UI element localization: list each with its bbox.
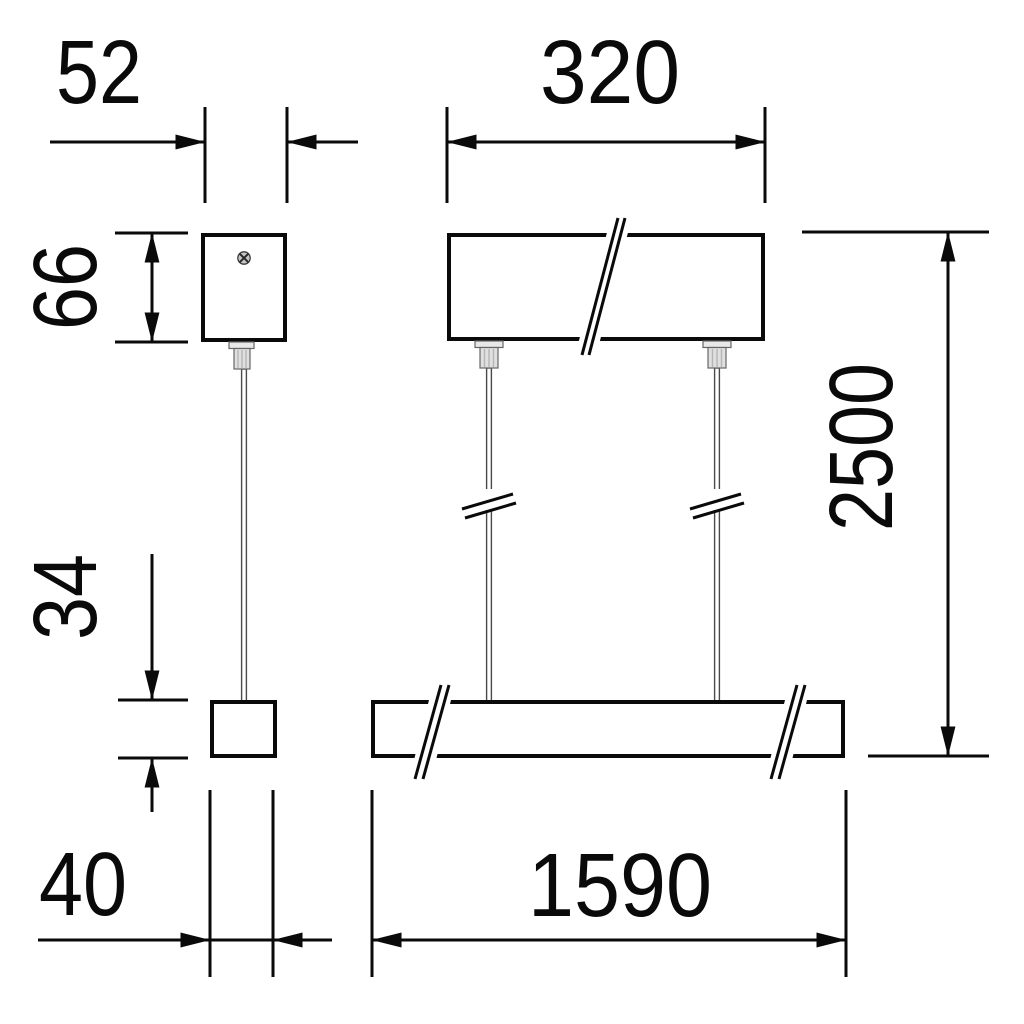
dim-canopy-width-side: 52: [50, 23, 358, 203]
dim-overall-drop: 2500: [802, 230, 989, 758]
dim-profile-width: 40: [38, 790, 332, 977]
gland-collar: [702, 340, 732, 349]
dim-label-320: 320: [540, 23, 680, 123]
dim-label-34: 34: [16, 554, 116, 640]
break-slash: [587, 217, 627, 356]
gland-collar-side: [228, 341, 255, 350]
break-slash: [689, 492, 742, 511]
dim-luminaire-length: 1590: [370, 790, 848, 977]
screw-slot: [239, 253, 249, 263]
canopy-break-mark: [575, 217, 632, 356]
profile-section: [210, 700, 277, 758]
suspension-wire-side: [240, 368, 248, 704]
break-slash: [421, 684, 451, 780]
side-view: [201, 233, 287, 758]
dim-label-52: 52: [56, 23, 142, 123]
bar-break-left: [409, 684, 455, 780]
dim-profile-height: 34: [16, 554, 188, 812]
wire-break-right: [689, 489, 745, 520]
break-slash: [461, 492, 514, 511]
break-slash: [777, 684, 807, 780]
dim-label-1590: 1590: [528, 836, 712, 936]
front-view: [371, 217, 845, 780]
gland-collar: [474, 340, 504, 349]
suspension-wire-right: [713, 367, 721, 704]
bar-break-right: [765, 684, 811, 780]
dim-canopy-width-front: 320: [445, 23, 767, 203]
suspension-wire-left: [485, 367, 493, 704]
screw-icon: [237, 251, 251, 265]
canopy-side: [201, 233, 287, 342]
break-slash: [769, 684, 799, 780]
dim-label-2500: 2500: [812, 363, 912, 531]
gland-right-front: [702, 340, 732, 369]
dim-label-66: 66: [16, 244, 116, 330]
wire-break-left: [461, 489, 517, 520]
break-gap: [575, 217, 632, 356]
dim-label-40: 40: [39, 835, 127, 935]
gland-left-front: [474, 340, 504, 369]
dim-canopy-height: 66: [16, 231, 188, 344]
break-slash: [464, 501, 517, 520]
luminaire-bar: [371, 700, 845, 758]
break-slash: [692, 501, 745, 520]
gland-body-side: [233, 347, 251, 370]
break-slash: [413, 684, 443, 780]
break-slash: [580, 217, 620, 356]
